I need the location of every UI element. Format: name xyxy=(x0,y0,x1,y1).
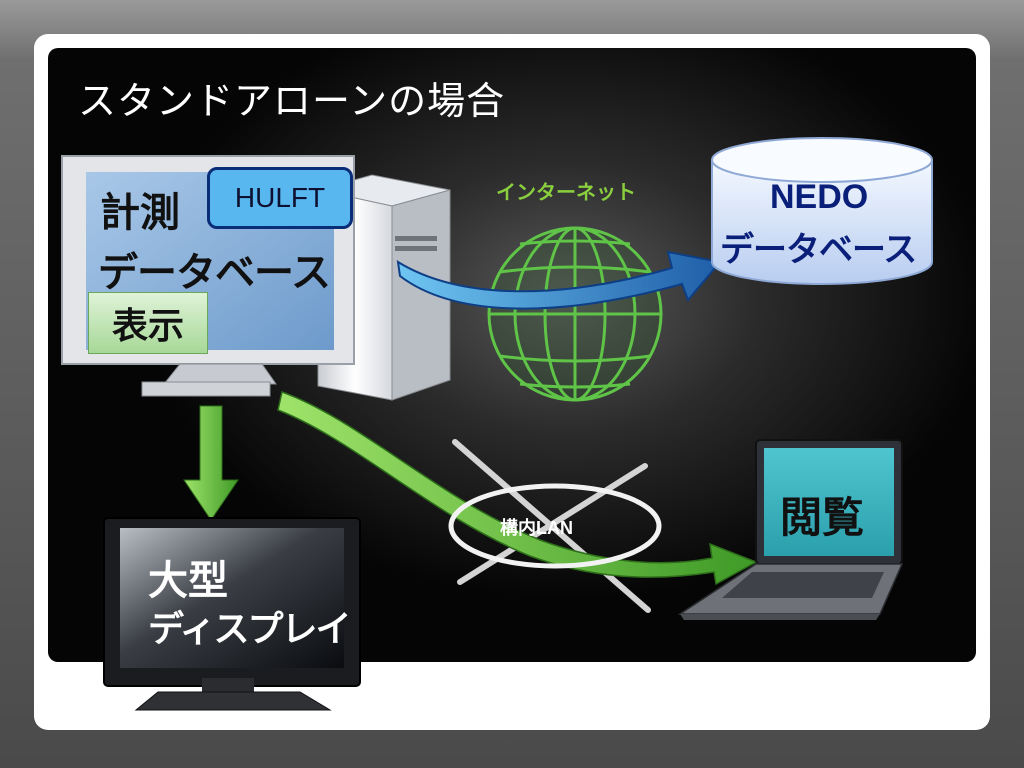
large-display-icon xyxy=(103,517,361,711)
lan-arrow-icon xyxy=(277,391,758,586)
slide-title: スタンドアローンの場合 xyxy=(78,79,506,123)
hulft-label: HULFT xyxy=(234,182,326,213)
lan-cross-icon xyxy=(452,439,651,613)
tv-label-large: 大型 xyxy=(148,558,228,604)
nedo-database-label: データベース xyxy=(720,230,917,270)
database-icon xyxy=(711,137,933,285)
display-label: 表示 xyxy=(111,306,184,347)
nedo-label: NEDO xyxy=(770,178,869,216)
down-arrow-icon xyxy=(183,405,239,521)
globe-icon xyxy=(487,226,663,402)
pc-label-measurement: 計測 xyxy=(100,190,180,236)
internet-label: インターネット xyxy=(496,180,636,204)
upload-arrow-icon xyxy=(396,250,722,310)
laptop-icon xyxy=(677,439,904,620)
laptop-view-label: 閲覧 xyxy=(780,493,865,542)
tv-label-display: ディスプレイ xyxy=(148,609,351,650)
lan-label: 構内LAN xyxy=(500,518,573,538)
pc-label-database: データベース xyxy=(98,250,331,296)
hulft-box: HULFT xyxy=(207,167,353,229)
display-box: 表示 xyxy=(88,292,208,354)
lan-ring-icon xyxy=(448,483,662,569)
